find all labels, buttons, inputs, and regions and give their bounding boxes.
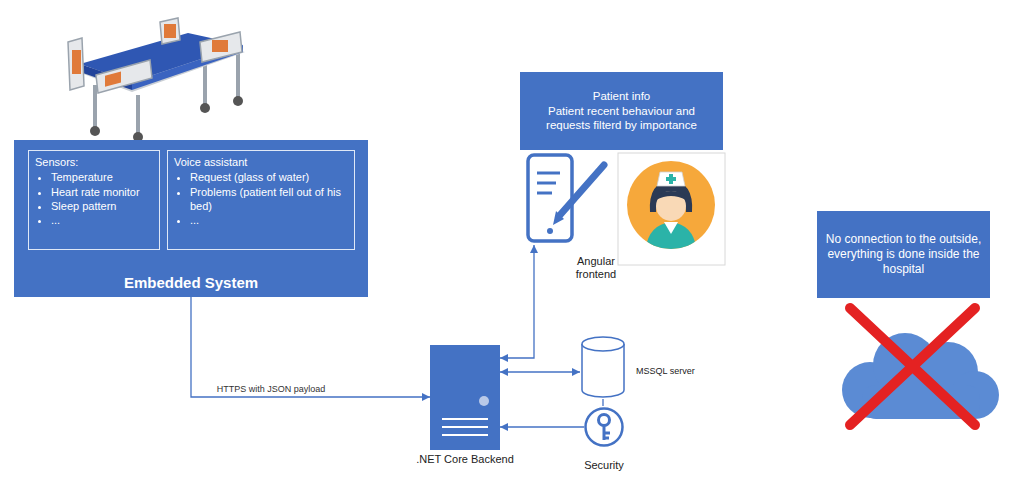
bullet-item: ... xyxy=(51,213,153,227)
icon-label: .NET Core Backend xyxy=(416,453,514,466)
cloud-crossed xyxy=(842,308,999,425)
backend-server: .NET Core Backend xyxy=(430,345,500,450)
info-box: Patient infoPatient recent behaviour and… xyxy=(520,72,723,150)
hospital-bed xyxy=(68,18,245,142)
bullet-list: Request (glass of water)Problems (patien… xyxy=(174,170,348,227)
frontend-tablet: Angular frontend xyxy=(526,153,576,245)
connector xyxy=(500,371,580,372)
bullet-item: Sleep pattern xyxy=(51,199,153,213)
box-text: No connection to the outside, everything… xyxy=(825,232,982,277)
box-text: Patient info xyxy=(593,89,651,103)
connector xyxy=(191,297,430,397)
connector xyxy=(500,426,584,427)
bullet-item: Request (glass of water) xyxy=(190,170,348,184)
system-box: Embedded System Sensors:TemperatureHeart … xyxy=(14,140,368,297)
bullet-item: Problems (patient fell out of his bed) xyxy=(190,185,348,214)
security-key-icon xyxy=(584,406,624,448)
box-title: Embedded System xyxy=(124,274,258,291)
list-heading: Sensors: xyxy=(35,155,153,169)
bullet-item: Heart rate monitor xyxy=(51,185,153,199)
note-box: No connection to the outside, everything… xyxy=(817,211,990,298)
icon-label: Angular frontend xyxy=(570,255,622,281)
bullet-item: ... xyxy=(190,213,348,227)
connector xyxy=(602,399,603,406)
database-cylinder xyxy=(580,335,626,399)
icon-label: MSSQL server xyxy=(636,366,695,377)
box-text: Patient recent behaviour and requests fi… xyxy=(528,104,715,133)
database: MSSQL server xyxy=(580,335,626,399)
icon-label: Security xyxy=(584,459,624,472)
voice-list: Voice assistantRequest (glass of water)P… xyxy=(167,150,355,250)
bullet-item: Temperature xyxy=(51,170,153,184)
nurse-icon xyxy=(618,153,725,265)
bullet-list: TemperatureHeart rate monitorSleep patte… xyxy=(35,170,153,227)
security-service: Security xyxy=(584,406,624,448)
list-heading: Voice assistant xyxy=(174,155,348,169)
connector xyxy=(500,245,534,358)
sensor-list: Sensors:TemperatureHeart rate monitorSle… xyxy=(28,150,160,250)
tablet-icon xyxy=(526,153,576,245)
server-icon xyxy=(430,345,500,450)
edge-label: HTTPS with JSON payload xyxy=(215,384,328,394)
